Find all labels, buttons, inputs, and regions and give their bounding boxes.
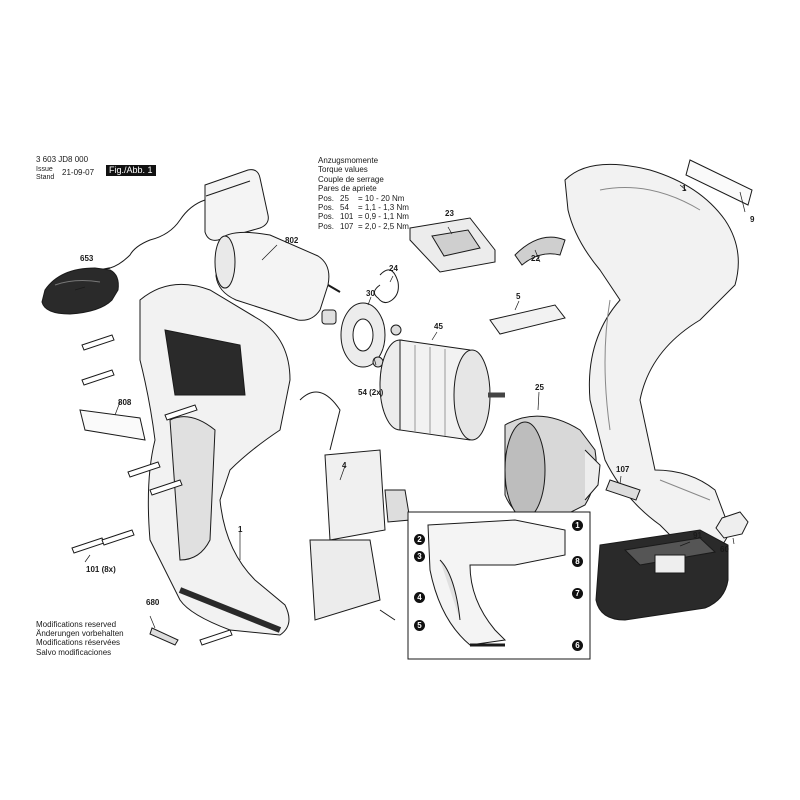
inset-callout-1: 1 — [572, 520, 583, 531]
torque-row: Pos. 101 = 0,9 - 1,1 Nm — [318, 212, 409, 222]
part-653-charger — [41, 169, 269, 315]
part-802-motor — [214, 231, 341, 325]
label-1-left: 1 — [238, 525, 243, 534]
label-25: 25 — [535, 383, 544, 392]
label-45: 45 — [434, 322, 443, 331]
part-808-label — [79, 409, 146, 441]
label-91: 91 — [693, 531, 702, 540]
torque-title-fr: Couple de serrage — [318, 174, 384, 184]
part-23 — [409, 217, 496, 273]
label-802: 802 — [285, 236, 299, 245]
label-107: 107 — [616, 465, 630, 474]
label-101: 101 (8x) — [86, 565, 116, 574]
label-4: 4 — [342, 461, 347, 470]
label-808: 808 — [118, 398, 132, 407]
inset-callout-2: 2 — [414, 534, 425, 545]
part-22-badge — [514, 236, 566, 266]
leader-lines — [74, 184, 746, 629]
label-1-right: 1 — [682, 184, 687, 193]
inset-callout-4: 4 — [414, 592, 425, 603]
part-number: 3 603 JD8 000 — [36, 155, 89, 164]
label-30: 30 — [366, 289, 375, 298]
part-4-switch — [299, 391, 411, 621]
label-23: 23 — [445, 209, 454, 218]
label-54: 54 (2x) — [358, 388, 384, 397]
figure-label: Fig./Abb. 1 — [106, 165, 156, 176]
part-107-screw — [605, 479, 641, 501]
stand-label: Stand — [36, 174, 55, 181]
part-24-clip — [374, 269, 399, 304]
label-653: 653 — [80, 254, 94, 263]
label-9: 9 — [750, 215, 755, 224]
part-1-left-housing — [139, 283, 291, 636]
issue-date: 21-09-07 — [62, 168, 95, 177]
label-22: 22 — [531, 254, 540, 263]
part-1-right-housing — [564, 163, 739, 557]
part-91-battery — [595, 529, 729, 621]
modifications-note: Modifications reserved Änderungen vorbeh… — [36, 620, 124, 657]
label-60: 60 — [720, 545, 729, 554]
part-30-plate — [340, 302, 402, 368]
inset-callout-8: 8 — [572, 556, 583, 567]
torque-row: Pos. 25 = 10 - 20 Nm — [318, 193, 405, 203]
label-5: 5 — [516, 292, 521, 301]
part-9-label — [685, 159, 753, 206]
torque-row: Pos. 54 = 1,1 - 1,3 Nm — [318, 203, 409, 213]
part-101-screws — [71, 334, 233, 646]
torque-title-de: Anzugsmomente — [318, 156, 379, 165]
inset-callout-3: 3 — [414, 551, 425, 562]
part-680-bit — [149, 627, 179, 646]
part-60-clip — [715, 511, 749, 539]
inset-callout-7: 7 — [572, 588, 583, 599]
torque-values-table: Anzugsmomente Torque values Couple de se… — [318, 156, 409, 231]
inset-callout-6: 6 — [572, 640, 583, 651]
part-25-chuck — [504, 415, 601, 526]
label-24: 24 — [389, 264, 398, 273]
torque-title-es: Pares de apriete — [318, 184, 377, 194]
part-45-gearbox — [379, 339, 505, 441]
inset-callout-5: 5 — [414, 620, 425, 631]
torque-title-en: Torque values — [318, 165, 368, 175]
part-5-strip — [489, 304, 566, 335]
label-680: 680 — [146, 598, 160, 607]
issue-label: Issue — [36, 166, 53, 173]
inset-drill-overview — [427, 519, 566, 647]
torque-row: Pos. 107 = 2,0 - 2,5 Nm — [318, 221, 409, 231]
